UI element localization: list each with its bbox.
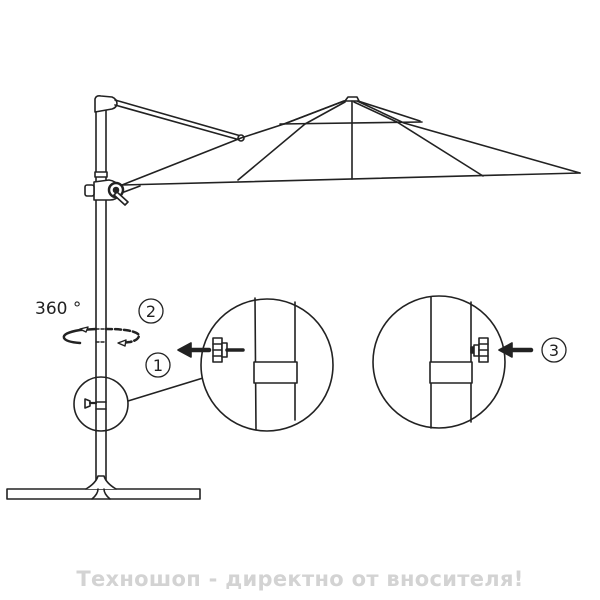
step-3-number: 3 [549, 341, 559, 360]
locking-knob-pushed [470, 337, 489, 363]
small-detail-circle [73, 376, 204, 432]
step-1-badge [145, 352, 171, 378]
step-2-number: 2 [146, 302, 156, 321]
pull-arrow [177, 342, 212, 358]
crank-housing [84, 171, 129, 206]
upper-arm [114, 99, 245, 142]
rotation-label: 360 ° [35, 299, 81, 319]
push-arrow [498, 342, 534, 358]
locking-knob-pulled [212, 337, 245, 363]
pole-top-cap [94, 95, 118, 113]
step-3-badge [541, 337, 567, 363]
cross-base [6, 475, 201, 500]
step-1-number: 1 [153, 356, 163, 375]
step-2-badge [138, 298, 164, 324]
detail-circle-step-3 [372, 295, 534, 429]
canopy [121, 96, 581, 193]
watermark-text: Техношоп - директно от вносителя! [76, 567, 524, 591]
detail-circle-step-1 [177, 297, 334, 432]
rotation-arrows [62, 326, 141, 347]
